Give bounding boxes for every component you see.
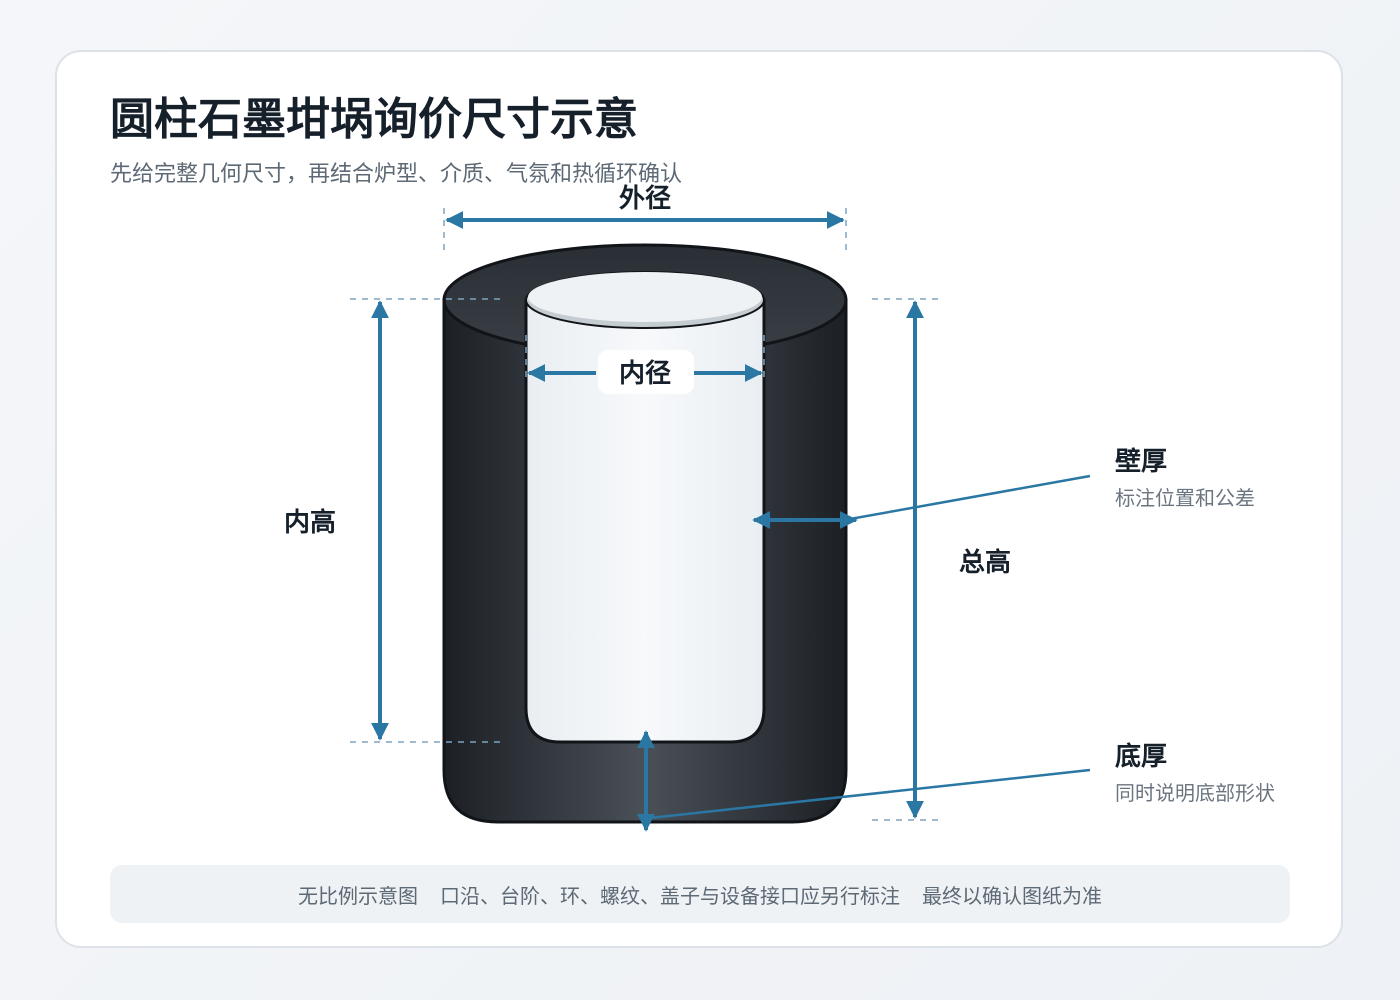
bottom-thickness-note: 同时说明底部形状: [1115, 781, 1275, 805]
footer-note-scale: 无比例示意图: [298, 883, 418, 908]
extension-lines: [350, 208, 942, 821]
crucible-body: [442, 243, 848, 824]
outer-diameter-label: 外径: [619, 184, 671, 214]
page-subtitle: 先给完整几何尺寸，再结合炉型、介质、气氛和热循环确认: [110, 162, 683, 187]
footer-note-features: 口沿、台阶、环、螺纹、盖子与设备接口应另行标注: [440, 883, 900, 908]
total-height-label: 总高: [959, 547, 1011, 578]
bottom-thickness-label: 底厚: [1115, 741, 1167, 772]
footer-note-bar: 无比例示意图 口沿、台阶、环、螺纹、盖子与设备接口应另行标注 最终以确认图纸为准: [110, 865, 1290, 923]
footer-note-drawing: 最终以确认图纸为准: [922, 883, 1102, 908]
inner-diameter-label-bg: [598, 350, 694, 394]
dimension-arrows: [371, 211, 924, 832]
wall-thickness-note: 标注位置和公差: [1115, 486, 1255, 510]
leader-lines: [649, 474, 1091, 820]
inner-diameter-label: 内径: [619, 359, 671, 389]
inner-height-label: 内高: [284, 507, 336, 538]
page-title: 圆柱石墨坩埚询价尺寸示意: [110, 94, 638, 145]
wall-thickness-label: 壁厚: [1115, 446, 1167, 477]
